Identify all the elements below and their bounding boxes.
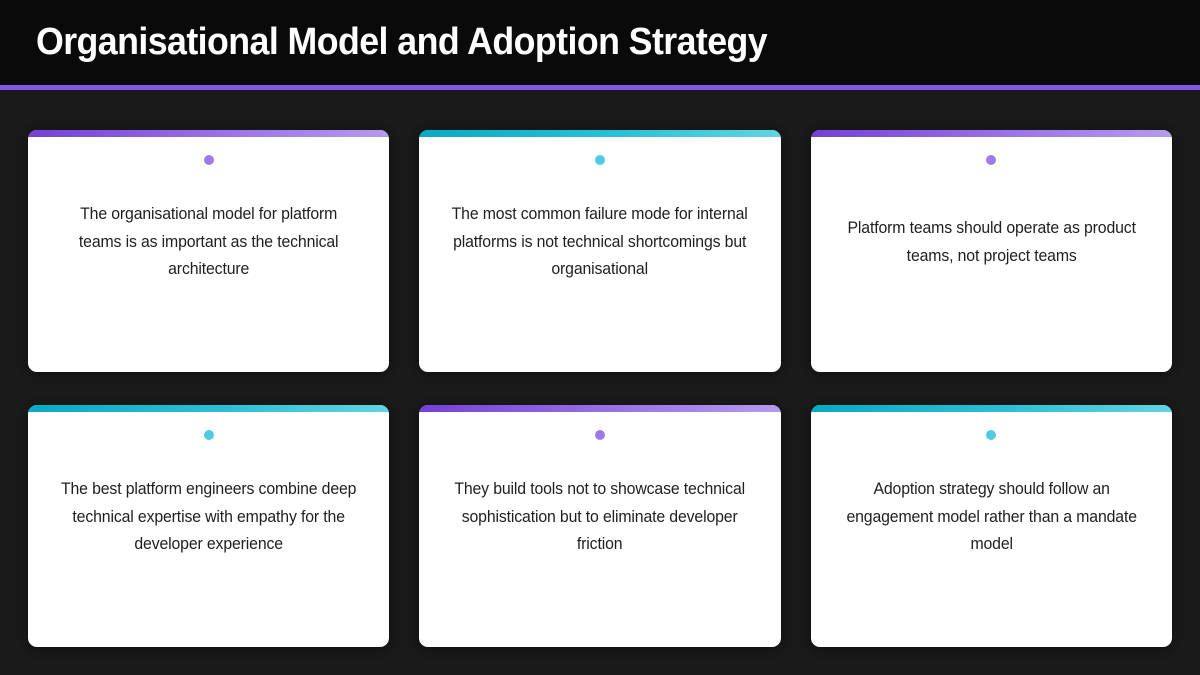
card-text: Adoption strategy should follow an engag… [846, 479, 1137, 554]
card-body: They build tools not to showcase technic… [419, 440, 780, 647]
card-accent-bar [419, 130, 781, 137]
insight-card[interactable]: The organisational model for platform te… [28, 130, 390, 372]
card-text: The most common failure mode for interna… [451, 204, 749, 279]
slide-header: Organisational Model and Adoption Strate… [0, 0, 1200, 85]
insight-card[interactable]: The best platform engineers combine deep… [28, 405, 390, 647]
bullet-dot-icon [203, 155, 214, 165]
card-body: Adoption strategy should follow an engag… [811, 440, 1172, 647]
card-body: Platform teams should operate as product… [811, 165, 1172, 372]
card-accent-bar [810, 130, 1172, 137]
card-body: The organisational model for platform te… [28, 165, 389, 372]
insight-card[interactable]: Adoption strategy should follow an engag… [810, 405, 1172, 647]
insight-card[interactable]: They build tools not to showcase technic… [419, 405, 781, 647]
bullet-dot-icon [594, 155, 605, 165]
page-title: Organisational Model and Adoption Strate… [36, 20, 768, 63]
insight-card[interactable]: Platform teams should operate as product… [810, 130, 1172, 372]
header-accent-rule [0, 85, 1200, 90]
insight-card-grid: The organisational model for platform te… [0, 90, 1200, 675]
card-text: They build tools not to showcase technic… [454, 479, 746, 554]
card-text: Platform teams should operate as product… [847, 218, 1136, 265]
card-text: The best platform engineers combine deep… [60, 479, 357, 554]
card-accent-bar [419, 405, 781, 412]
card-accent-bar [28, 405, 390, 412]
card-accent-bar [810, 405, 1172, 412]
card-text: The organisational model for platform te… [78, 204, 339, 279]
bullet-dot-icon [203, 430, 214, 440]
insight-card[interactable]: The most common failure mode for interna… [419, 130, 781, 372]
card-body: The most common failure mode for interna… [419, 165, 780, 372]
bullet-dot-icon [986, 155, 997, 165]
bullet-dot-icon [986, 430, 997, 440]
card-accent-bar [28, 130, 390, 137]
bullet-dot-icon [594, 430, 605, 440]
card-body: The best platform engineers combine deep… [28, 440, 389, 647]
